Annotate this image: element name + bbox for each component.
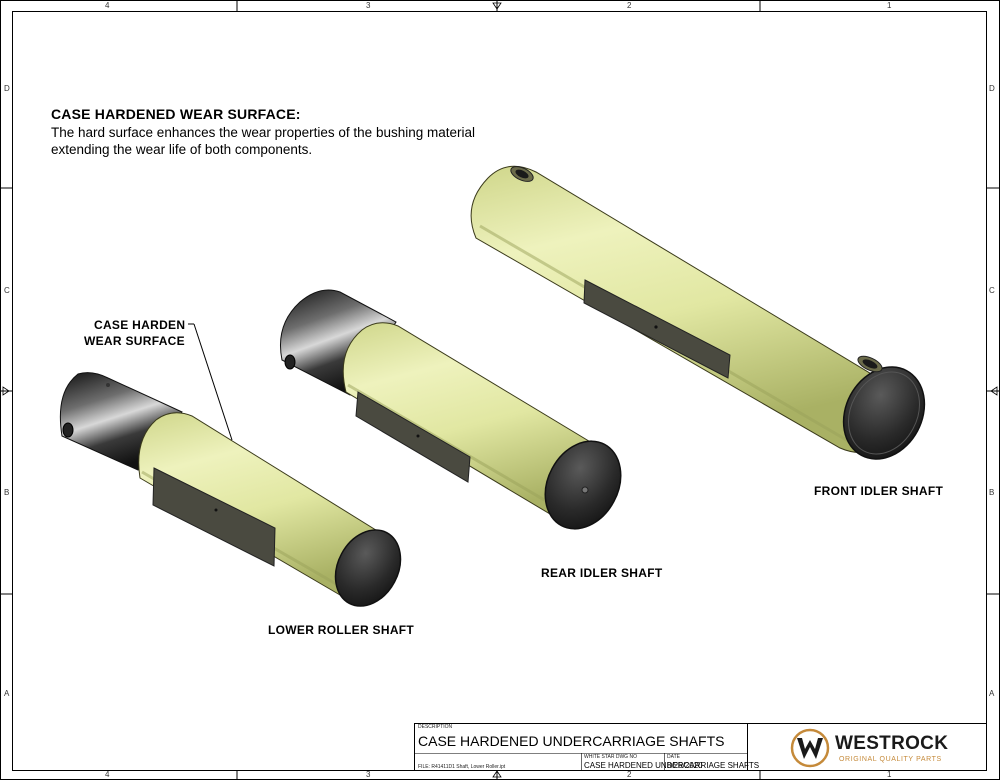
center-mark-top [492,2,502,10]
description-value: CASE HARDENED UNDERCARRIAGE SHAFTS [418,733,725,749]
file-name: FILE: R41411D1 Shaft, Lower Roller.ipt [418,764,506,770]
zone-col-3-bottom: 3 [366,770,371,779]
center-mark-right [990,386,998,396]
date-label: DATE [667,754,680,760]
label-lower-roller-shaft: LOWER ROLLER SHAFT [268,623,415,637]
center-mark-bottom [492,770,502,778]
front-idler-shaft [470,165,926,460]
zone-col-1-top: 1 [887,1,892,10]
brand-tagline: ORIGINAL QUALITY PARTS [839,756,942,763]
label-rear-idler-shaft: REAR IDLER SHAFT [541,566,663,580]
zone-col-4-bottom: 4 [105,770,110,779]
brand-name: WESTROCK [835,733,949,754]
westrock-logo-icon [790,728,830,768]
zone-row-b-right: B [989,488,995,497]
zone-row-a-right: A [989,689,995,698]
zone-row-a-left: A [4,689,10,698]
leader-line [188,323,233,441]
zone-row-b-left: B [4,488,10,497]
label-front-idler-shaft: FRONT IDLER SHAFT [814,484,944,498]
zone-row-c-right: C [989,286,995,295]
date-value: 8/26/2020 [667,761,703,770]
zone-col-3-top: 3 [366,1,371,10]
leader-label-line2: WEAR SURFACE [84,334,185,348]
callout-title: CASE HARDENED WEAR SURFACE: [51,106,301,122]
description-label: DESCRIPTION [418,724,453,730]
callout-text: The hard surface enhances the wear prope… [51,125,475,157]
rear-idler-shaft [279,289,622,530]
zone-col-2-bottom: 2 [627,770,632,779]
zone-row-d-left: D [4,84,10,93]
zone-col-2-top: 2 [627,1,632,10]
zone-row-c-left: C [4,286,10,295]
zone-col-1-bottom: 1 [887,770,892,779]
lower-roller-shaft [59,372,402,607]
dwg-no-value: CASE HARDENED UNDERCARRIAGE SHAFTS [584,761,760,770]
leader-label-line1: CASE HARDEN [94,318,186,332]
center-mark-left [2,386,10,396]
dwg-no-label: WHITE STAR DWG NO [584,754,637,760]
zone-col-4-top: 4 [105,1,110,10]
zone-row-d-right: D [989,84,995,93]
